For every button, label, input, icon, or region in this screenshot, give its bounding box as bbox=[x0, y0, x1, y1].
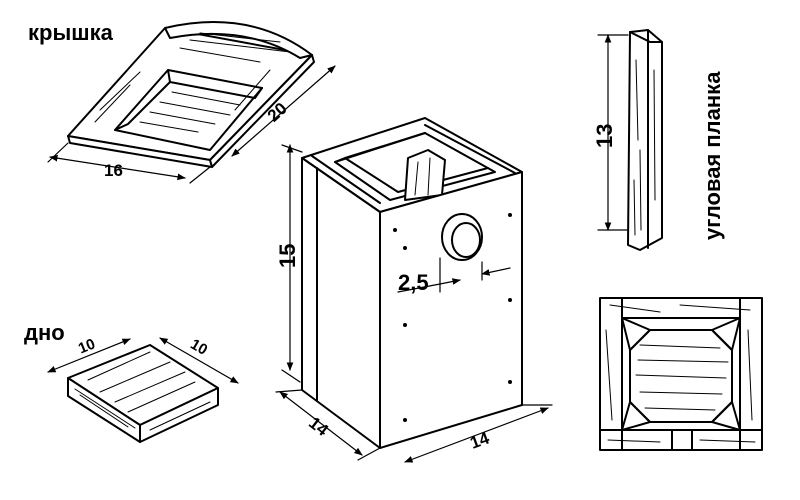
bottom-dim-b: 10 bbox=[187, 336, 210, 359]
box-depth-dim: 14 bbox=[305, 413, 332, 440]
lid-label: крышка bbox=[28, 20, 114, 45]
bottom-drawing bbox=[47, 337, 239, 443]
top-view-section bbox=[599, 297, 763, 451]
strip-height-dim: 13 bbox=[592, 124, 617, 148]
bottom-dim-a: 10 bbox=[76, 335, 98, 357]
box-drawing bbox=[275, 117, 553, 463]
lid-drawing bbox=[47, 21, 336, 184]
box-width-dim: 14 bbox=[468, 428, 493, 453]
lid-width-dim: 16 bbox=[104, 161, 123, 180]
corner-strip-drawing bbox=[597, 29, 663, 251]
box-height-dim: 15 bbox=[275, 244, 300, 268]
hole-diameter-dim: 2,5 bbox=[398, 270, 429, 295]
corner-strip-label: угловая планка bbox=[700, 71, 725, 240]
bottom-label: дно bbox=[24, 320, 65, 345]
